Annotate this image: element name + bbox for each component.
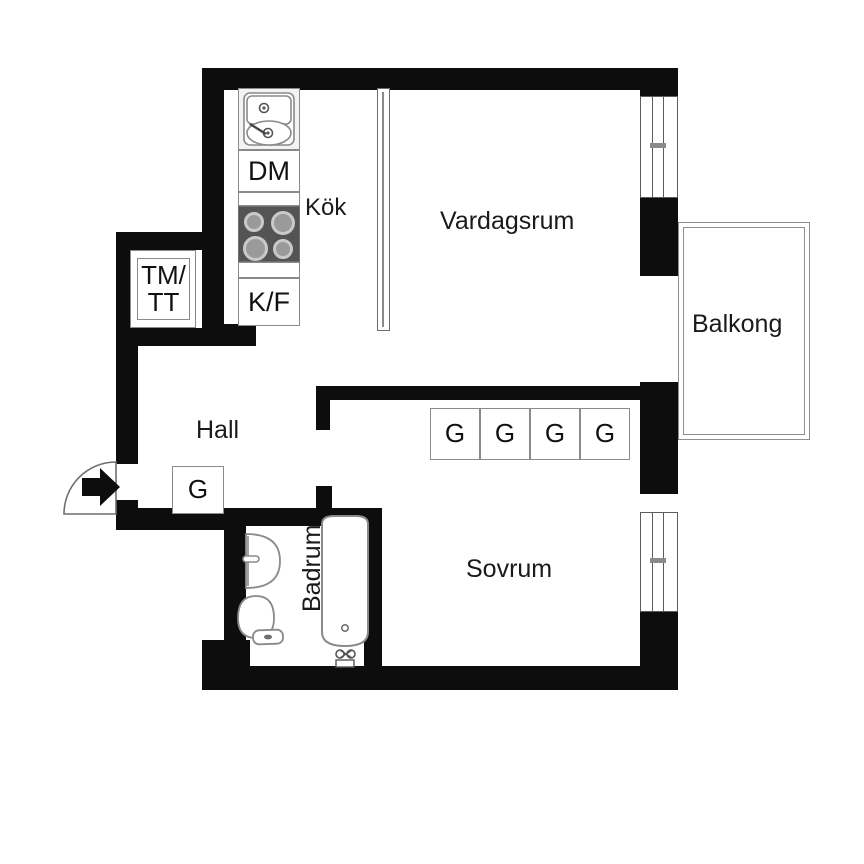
appliance-fridge-freezer-label: K/F	[247, 286, 290, 317]
window-living-room-mullion	[650, 143, 666, 148]
room-label-hall: Hall	[196, 418, 239, 443]
balcony-outline-inner	[683, 227, 805, 435]
window-bedroom-mullion	[650, 558, 666, 563]
wall-top-exterior	[202, 68, 678, 90]
burner-bottom-right	[273, 239, 293, 259]
room-label-sovrum-text: Sovrum	[466, 555, 553, 583]
room-label-vardagsrum-text: Vardagsrum	[440, 207, 575, 235]
room-label-hall-text: Hall	[196, 416, 240, 444]
entry-door-arrow-icon	[82, 468, 120, 506]
room-label-badrum-text: Badrum	[298, 524, 326, 612]
wall-right-pier-mid	[640, 382, 678, 494]
wall-kitchen-bottom-stub	[224, 324, 256, 346]
wall-hall-bedroom-divider	[316, 386, 652, 400]
appliance-fridge-freezer: K/F	[238, 278, 300, 326]
counter-segment-lower	[238, 262, 300, 278]
closet-bedroom-1: G	[430, 408, 480, 460]
wall-right-exterior-upper	[640, 68, 678, 96]
room-label-badrum: Badrum	[298, 524, 326, 612]
kitchen-sink-unit	[238, 88, 300, 150]
room-label-balkong-text: Balkong	[692, 310, 783, 338]
closet-bedroom-3: G	[530, 408, 580, 460]
appliance-washer-dryer-line2: TT	[147, 287, 180, 317]
burner-top-right	[271, 211, 295, 235]
partition-inner-line	[382, 92, 384, 327]
burner-top-left	[244, 212, 264, 232]
closet-bedroom-1-label: G	[444, 418, 466, 449]
stove-cooktop-icon	[238, 206, 300, 262]
room-label-vardagsrum: Vardagsrum	[440, 209, 574, 234]
closet-hall: G	[172, 466, 224, 514]
wall-kitchen-left	[202, 68, 224, 346]
wall-divider-left-jamb	[316, 386, 330, 430]
closet-hall-label: G	[187, 474, 209, 505]
closet-bedroom-4-label: G	[594, 418, 616, 449]
closet-bedroom-4: G	[580, 408, 630, 460]
wall-bottom-left-return	[202, 640, 250, 690]
wall-bathroom-right	[364, 508, 382, 668]
wall-bathroom-top	[246, 508, 380, 526]
closet-bedroom-2: G	[480, 408, 530, 460]
room-label-sovrum: Sovrum	[466, 557, 552, 582]
closet-bedroom-2-label: G	[494, 418, 516, 449]
room-label-kok-text: Kök	[305, 194, 347, 221]
wall-nook-bottom	[116, 328, 206, 346]
room-label-balkong: Balkong	[692, 312, 782, 337]
balcony-outline	[678, 222, 810, 440]
appliance-dishwasher: DM	[238, 150, 300, 192]
wall-bottom-exterior	[202, 666, 678, 690]
wall-right-pier-lower	[640, 612, 678, 690]
wall-bathroom-door-jamb	[316, 486, 332, 510]
closet-bedroom-3-label: G	[544, 418, 566, 449]
room-label-kok: Kök	[305, 196, 346, 220]
counter-segment-upper	[238, 192, 300, 206]
appliance-washer-dryer: TM/ TT	[137, 258, 190, 320]
appliance-washer-dryer-line1: TM/	[141, 259, 186, 290]
wall-nook-top	[116, 232, 206, 250]
wall-right-pier-living	[640, 198, 678, 276]
burner-bottom-left	[243, 236, 268, 261]
appliance-dishwasher-label: DM	[248, 155, 290, 186]
